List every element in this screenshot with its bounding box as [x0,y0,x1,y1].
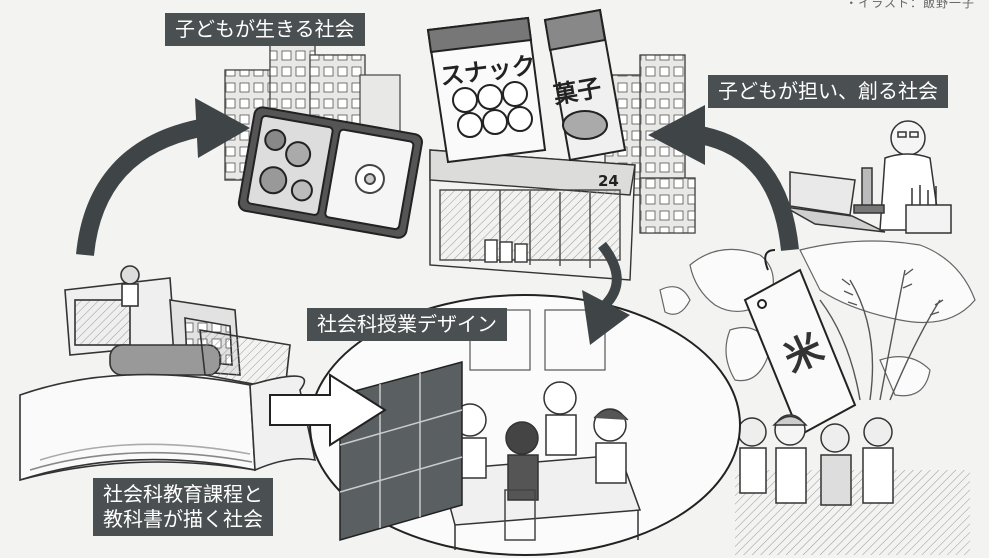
label-lesson-design: 社会科授業デザイン [307,308,507,341]
bento-box-icon [237,106,423,239]
label-children-live: 子どもが生きる社会 [165,13,365,46]
rice-plant-icon [819,268,944,401]
rice-bag-tag-icon [743,249,857,437]
scientist-with-microscope-icon [853,120,952,234]
laptop-icon [784,171,886,233]
snack-bag-icon [426,16,547,164]
arrow-curved-left [76,98,250,256]
open-book-icon [19,373,317,482]
credit-text: ・イラスト：飯野一子 [845,0,975,10]
arrow-right-white [269,373,387,447]
arrow-curved-right [648,105,799,251]
label-curriculum: 社会科教育課程と 教科書が描く社会 [93,478,273,536]
label-curriculum-line2: 教科書が描く社会 [103,507,263,531]
world-map-icon [659,240,976,397]
farm-workers-icon [735,414,970,555]
combine-harvester-icon [64,265,291,391]
arrow-down-right [582,241,630,345]
convenience-store-icon [429,149,636,281]
store-number: 24 [598,172,619,190]
label-children-create: 子どもが担い、創る社会 [708,75,948,108]
sweets-bag-icon [543,8,627,162]
label-curriculum-line1: 社会科教育課程と [103,482,263,506]
